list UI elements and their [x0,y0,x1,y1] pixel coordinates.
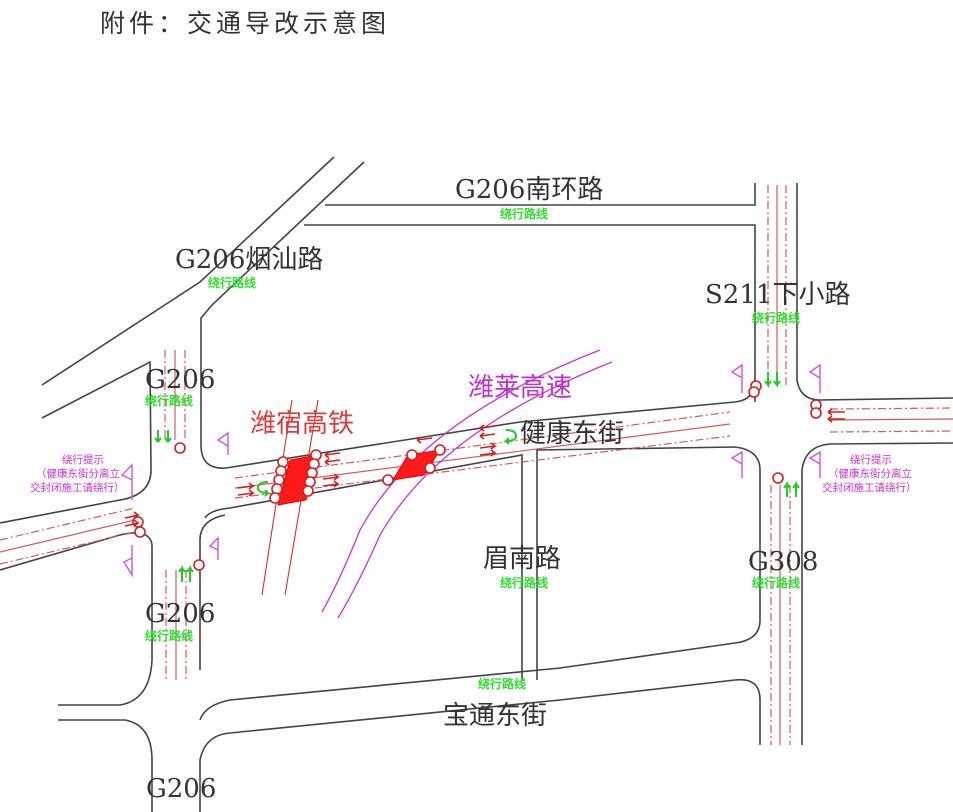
detour-notice-line1: 绕行提示 [62,453,104,466]
s211-road-edge-east [796,183,953,401]
label-g206-south: G206 [146,774,216,804]
detour-notice-line3: 交封闭施工请绕行） [30,481,125,494]
expressway-work-zone [392,449,442,481]
traffic-cone-icon [382,474,394,486]
traffic-cone-icon [406,449,418,461]
g206-mid-edge-west [58,545,153,706]
baotong-road-edge-south [199,678,761,812]
label-g206-yanshan: G206烟汕路 [175,245,323,275]
traffic-cone-icon [193,559,205,571]
label-railway: 潍宿高铁 [250,409,354,439]
traffic-cones [132,380,822,571]
label-jiankang: 健康东街 [520,419,624,449]
detour-notice-line3: 交封闭施工请绕行） [822,481,917,494]
detour-label: 绕行路线 [145,628,193,643]
label-s211: S211下小路 [705,280,850,310]
lane-markings [0,185,953,745]
jiankang-lower-edge-east [199,446,761,721]
traffic-cone-icon [174,442,186,454]
flag-icon [208,536,219,560]
road-outlines [0,156,953,812]
flag-icon [730,450,743,478]
traffic-cone-icon [810,407,822,419]
g206-mid-edge-east [199,514,226,670]
traffic-cone-icon [269,492,281,504]
page-title: 附件：交通导改示意图 [100,9,391,38]
nanhuan-road-edge-top [325,183,756,206]
detour-label: 绕行路线 [500,206,548,221]
label-g206-mid: G206 [145,599,215,629]
detour-label: 绕行路线 [500,575,548,590]
yanshan-road-edge-inner [200,161,365,469]
g206-west-edge-north [0,360,152,524]
jiankang-lower-edge-west [204,454,523,680]
label-expressway: 潍莱高速 [468,373,572,403]
detour-notice-line2: （健康东街分离立 [36,467,120,480]
flag-icon [808,363,821,393]
traffic-cone-icon [772,472,784,484]
label-g308: G308 [748,547,818,577]
traffic-cone-icon [134,526,146,538]
traffic-cone-icon [424,462,436,474]
jiankang-west-edge-south [0,532,153,571]
g206-south-edge-west [58,719,153,812]
detour-label: 绕行路线 [478,676,526,691]
label-baotong: 宝通东街 [443,701,547,731]
yanshan-road-edge-outer [41,156,335,386]
flag-icon [730,363,743,393]
map-labels: G206南环路 绕行路线 G206烟汕路 绕行路线 S211下小路 绕行路线 G… [30,175,917,804]
warning-flags [120,363,821,578]
flag-icon [808,450,821,478]
detour-notice-line1: 绕行提示 [850,453,892,466]
g308-road-edge-east [801,442,953,745]
expressway-lines [321,349,613,619]
lane-arrows [124,372,845,582]
flag-icon [123,545,133,578]
detour-label: 绕行路线 [752,575,800,590]
traffic-cone-icon [434,444,446,456]
traffic-cone-icon [748,386,760,398]
detour-label: 绕行路线 [752,310,800,325]
detour-label: 绕行路线 [145,393,193,408]
label-g206-nanhuan: G206南环路 [455,175,603,205]
flag-icon [216,431,229,455]
detour-label: 绕行路线 [208,275,256,290]
label-g206-north: G206 [145,365,215,395]
detour-notice-line2: （健康东街分离立 [828,467,912,480]
traffic-cone-icon [302,485,314,497]
label-meinan: 眉南路 [483,544,561,574]
flag-icon [120,463,133,500]
